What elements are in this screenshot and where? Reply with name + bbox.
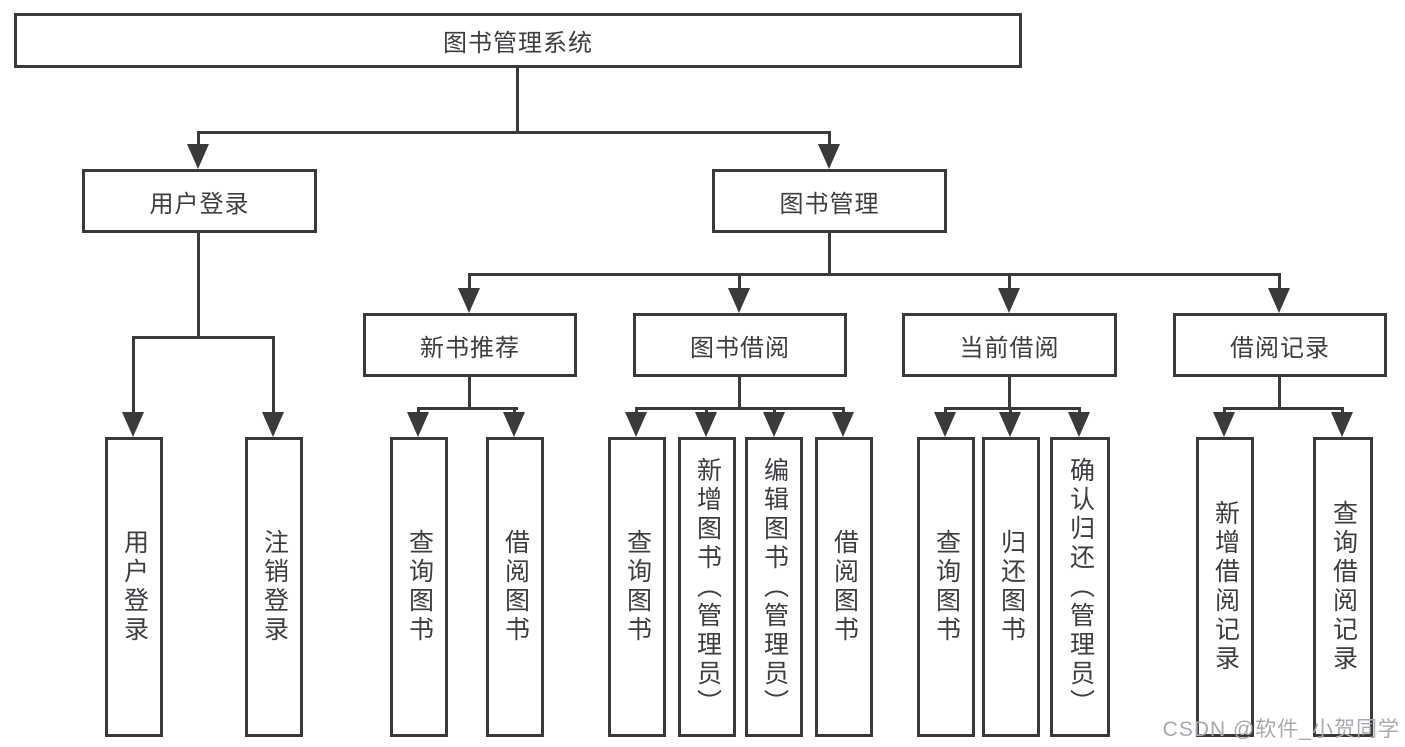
node-label: 图书管理 bbox=[779, 190, 880, 218]
connector-line bbox=[1008, 273, 1011, 290]
leaf-query-books-recommend: 查询图书 bbox=[390, 437, 448, 737]
connector-line bbox=[132, 336, 135, 412]
node-book-management: 图书管理 bbox=[712, 169, 947, 233]
leaf-label: 确认归还（管理员） bbox=[1066, 456, 1095, 718]
connector-line bbox=[738, 377, 741, 410]
arrow-down-icon bbox=[407, 412, 429, 437]
leaf-return-books: 归还图书 bbox=[982, 437, 1040, 737]
arrow-down-icon bbox=[458, 288, 480, 313]
connector-line bbox=[468, 273, 471, 290]
leaf-query-books-borrowing: 查询图书 bbox=[608, 437, 666, 737]
arrow-down-icon bbox=[625, 412, 647, 437]
leaf-borrow-books-recommend: 借阅图书 bbox=[486, 437, 544, 737]
connector-line bbox=[1278, 273, 1281, 290]
arrow-down-icon bbox=[832, 412, 854, 437]
leaf-label: 借阅图书 bbox=[501, 529, 530, 645]
node-book-borrowing: 图书借阅 bbox=[633, 313, 847, 377]
leaf-label: 借阅图书 bbox=[830, 529, 859, 645]
arrow-down-icon bbox=[695, 412, 717, 437]
node-label: 图书管理系统 bbox=[443, 30, 593, 57]
connector-line bbox=[132, 336, 275, 339]
connector-line bbox=[468, 377, 471, 410]
leaf-query-books-current: 查询图书 bbox=[917, 437, 975, 737]
leaf-label: 归还图书 bbox=[997, 529, 1026, 645]
leaf-label: 新增借阅记录 bbox=[1211, 500, 1240, 674]
connector-line bbox=[842, 407, 845, 414]
connector-line bbox=[417, 407, 518, 410]
connector-line bbox=[468, 273, 1281, 276]
connector-line bbox=[516, 68, 519, 134]
connector-line bbox=[944, 407, 947, 414]
connector-line bbox=[1009, 407, 1012, 414]
leaf-label: 用户登录 bbox=[120, 529, 149, 645]
connector-line bbox=[635, 407, 638, 414]
leaf-add-borrow-record: 新增借阅记录 bbox=[1196, 437, 1254, 737]
arrow-down-icon bbox=[503, 412, 525, 437]
connector-line bbox=[1278, 377, 1281, 410]
connector-line bbox=[828, 131, 831, 147]
leaf-query-borrow-record: 查询借阅记录 bbox=[1313, 437, 1373, 737]
connector-line bbox=[197, 131, 200, 147]
connector-line bbox=[513, 407, 516, 414]
connector-line bbox=[944, 407, 1081, 410]
leaf-add-books-admin: 新增图书（管理员） bbox=[678, 437, 736, 737]
connector-line bbox=[197, 131, 831, 134]
connector-line bbox=[1223, 407, 1344, 410]
connector-line bbox=[705, 407, 708, 414]
arrow-down-icon bbox=[934, 412, 956, 437]
leaf-label: 查询借阅记录 bbox=[1329, 500, 1358, 674]
node-label: 新书推荐 bbox=[420, 334, 520, 362]
leaf-label: 查询图书 bbox=[932, 529, 961, 645]
node-user-login: 用户登录 bbox=[82, 169, 317, 233]
node-borrowing-records: 借阅记录 bbox=[1173, 313, 1387, 377]
arrow-down-icon bbox=[1268, 288, 1290, 313]
arrow-down-icon bbox=[818, 144, 840, 169]
arrow-down-icon bbox=[999, 412, 1021, 437]
arrow-down-icon bbox=[728, 288, 750, 313]
leaf-logout: 注销登录 bbox=[245, 437, 303, 737]
connector-line bbox=[1341, 407, 1344, 414]
node-label: 图书借阅 bbox=[690, 334, 790, 362]
arrow-down-icon bbox=[1331, 412, 1353, 437]
arrow-down-icon bbox=[998, 288, 1020, 313]
arrow-down-icon bbox=[763, 412, 785, 437]
node-label: 借阅记录 bbox=[1230, 334, 1330, 362]
leaf-label: 查询图书 bbox=[405, 529, 434, 645]
arrow-down-icon bbox=[187, 144, 209, 169]
arrow-down-icon bbox=[1213, 412, 1235, 437]
connector-line bbox=[1078, 407, 1081, 414]
leaf-confirm-return-admin: 确认归还（管理员） bbox=[1050, 437, 1110, 737]
node-new-book-recommend: 新书推荐 bbox=[363, 313, 577, 377]
leaf-borrow-books: 借阅图书 bbox=[815, 437, 873, 737]
arrow-down-icon bbox=[262, 412, 284, 437]
connector-line bbox=[417, 407, 420, 414]
arrow-down-icon bbox=[1068, 412, 1090, 437]
connector-line bbox=[1223, 407, 1226, 414]
connector-line bbox=[635, 407, 845, 410]
connector-line bbox=[828, 233, 831, 273]
leaf-label: 编辑图书（管理员） bbox=[760, 456, 789, 718]
leaf-label: 注销登录 bbox=[260, 529, 289, 645]
leaf-user-login: 用户登录 bbox=[105, 437, 163, 737]
connector-line bbox=[272, 336, 275, 412]
csdn-watermark: CSDN @软件_小贺同学 bbox=[1162, 718, 1400, 741]
connector-line bbox=[1008, 377, 1011, 410]
leaf-edit-books-admin: 编辑图书（管理员） bbox=[745, 437, 803, 737]
connector-line bbox=[773, 407, 776, 414]
node-label: 用户登录 bbox=[149, 190, 250, 218]
node-current-borrowing: 当前借阅 bbox=[902, 313, 1117, 377]
connector-line bbox=[738, 273, 741, 290]
leaf-label: 查询图书 bbox=[623, 529, 652, 645]
connector-line bbox=[197, 233, 200, 336]
arrow-down-icon bbox=[122, 412, 144, 437]
node-library-management-system: 图书管理系统 bbox=[14, 13, 1022, 68]
leaf-label: 新增图书（管理员） bbox=[693, 456, 722, 718]
node-label: 当前借阅 bbox=[959, 334, 1060, 362]
